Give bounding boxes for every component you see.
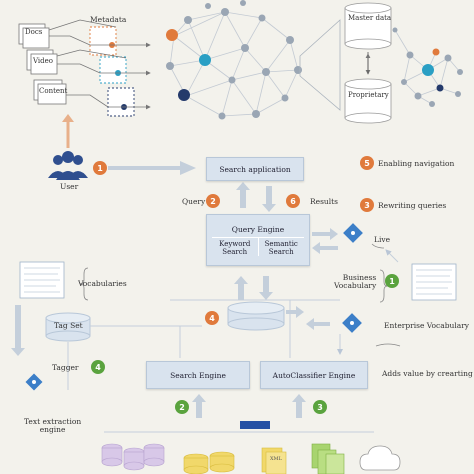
adds-value-label: Adds value by crearting	[382, 369, 473, 378]
step-badge-3: 3	[360, 198, 374, 212]
small-graph	[392, 27, 463, 107]
user-label: User	[60, 182, 79, 191]
docs-label: Docs	[25, 28, 43, 36]
projection-lines	[299, 19, 341, 111]
business-vocabulary-label: Business Vocabulary	[334, 273, 377, 291]
video-label: Video	[33, 57, 54, 65]
live-label: Live	[374, 235, 391, 244]
master-data-label: Master data	[348, 14, 392, 22]
green-badge-1: 1	[385, 274, 399, 288]
metadata-label: Metadata	[90, 15, 127, 24]
step-badge-4: 4	[205, 311, 219, 325]
query-engine-title: Query Engine	[231, 224, 285, 234]
cloud-icon	[359, 445, 401, 471]
semantic-search-cell: Semantic Search	[264, 239, 298, 256]
tagger-label: Tagger	[52, 363, 79, 372]
autoclassifier-engine-box: AutoClassifier Engine	[260, 361, 368, 389]
enterprise-vocabulary-label: Enterprise Vocabulary	[384, 321, 470, 330]
results-label: Results	[310, 197, 339, 206]
text-extraction-diamond-icon	[25, 373, 43, 391]
vocabulary-grid-icon-left	[19, 261, 65, 299]
proprietary-label: Proprietary	[348, 91, 389, 99]
content-label: Content	[39, 87, 68, 95]
proprietary-database-icon	[344, 78, 392, 124]
live-diamond-icon	[343, 223, 363, 243]
doc-to-network-lines	[48, 19, 151, 110]
docs-document-icon	[18, 23, 50, 49]
search-application-box: Search application	[206, 157, 304, 181]
step-badge-1: 1	[93, 161, 107, 175]
to-search-app-arrow	[108, 161, 196, 175]
green-document-icons	[311, 443, 345, 474]
green-badge-3: 3	[313, 400, 327, 414]
text-extraction-engine-label: Text extraction engine	[24, 417, 82, 435]
step-badge-6: 6	[286, 194, 300, 208]
rewriting-queries-label: Rewriting queries	[378, 201, 447, 210]
vocabularies-label: Vocabularies	[78, 279, 127, 288]
sources-database-icons	[101, 443, 235, 474]
users-icon	[48, 151, 88, 180]
search-engine-box: Search Engine	[146, 361, 250, 389]
tag-set-database-icon	[45, 312, 91, 342]
green-badge-2: 2	[175, 400, 189, 414]
vocabulary-database-icon	[227, 301, 285, 331]
green-badge-4: 4	[91, 360, 105, 374]
enabling-navigation-label: Enabling navigation	[378, 159, 455, 168]
vocabulary-grid-icon-right	[411, 263, 457, 301]
xml-document-icon	[261, 447, 287, 474]
xml-label: XML	[270, 456, 282, 462]
master-data-database-icon	[344, 2, 392, 50]
enterprise-diamond-icon	[342, 313, 362, 333]
content-document-icon	[33, 79, 67, 105]
query-label: Query	[182, 197, 206, 206]
step-badge-5: 5	[360, 156, 374, 170]
step-badge-2: 2	[206, 194, 220, 208]
query-engine-box: Query Engine Keyword Search Semantic Sea…	[206, 214, 310, 266]
metadata-boxes	[89, 26, 135, 117]
tag-set-label: Tag Set	[54, 321, 83, 330]
knowledge-graph	[166, 0, 302, 120]
keyword-search-cell: Keyword Search	[212, 237, 259, 256]
source-bar	[240, 421, 270, 429]
